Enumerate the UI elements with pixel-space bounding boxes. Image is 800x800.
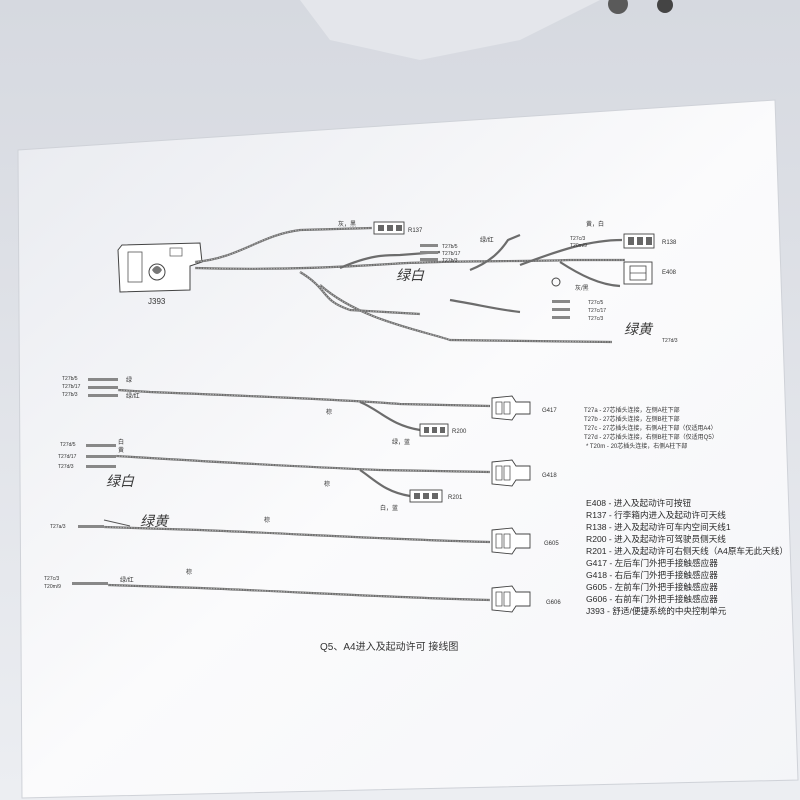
pin-label: T27a/3 [50,524,66,530]
legend-item: J393 - 舒适/便捷系统的中央控制单元 [586,605,727,616]
pins-group-a: T27b/5 T27b/17 T27b/3 [420,244,461,264]
legend-item: E408 - 进入及起动许可按钮 [586,497,691,508]
handwritten-note: 绿黄 [140,514,170,530]
diagram-caption: Q5、A4进入及起动许可 接线图 [320,640,458,653]
fold-shadow [300,0,600,60]
e408-label: E408 [662,270,677,276]
pin-label: T27b/17 [442,251,461,257]
wire-to-r138 [519,238,623,267]
pin-label: T27c/3 [588,316,604,322]
handwritten-note-2: 绿黄 [624,322,654,338]
legend-item: G606 - 右前车门外把手接触感应器 [586,593,718,604]
g417-sensor [491,395,531,421]
branch-label: 绿，蓝 [392,438,410,446]
pin-label: T27b/5 [62,376,78,382]
pin-label: T27c/5 [588,300,604,306]
g418-label: G418 [542,473,557,479]
legend-item: R200 - 进入及起动许可驾驶员侧天线 [586,533,726,544]
handwritten-note-1: 绿白 [396,268,425,284]
wire-color-label: 黄 [118,446,124,454]
wire-color-label: 绿 [126,376,132,384]
g605-label: G605 [544,541,559,547]
wire-color-label: 白 [118,438,124,446]
trunk-label: 棕 [186,568,192,576]
wire-label-lv-hong: 绿/红 [480,236,494,244]
g606-label: G606 [546,600,561,606]
pin-label: T27b/17 [62,384,81,390]
pin-label: T27b/3 [62,392,78,398]
g606-sensor [491,585,531,613]
legend-item: G418 - 右后车门外把手接触感应器 [586,569,718,580]
row-g605: T27a/3 棕 绿黄 G605 [50,514,559,555]
j393-label: J393 [148,297,166,306]
note-line: T27c - 27芯插头连接，右侧A柱下部（仅适用A4） [584,424,717,432]
pin-t27d3-label: T27d/3 [662,338,678,344]
wire-label-dong-hei: 灰，黑 [338,220,356,228]
r138-label: R138 [662,240,677,246]
pin-label: T27c/3 [44,576,60,582]
note-line: * T20m - 20芯插头连接，右侧A柱下部 [586,442,687,450]
row-g417: T27b/5 T27b/17 T27b/3 绿 绿/红 棕 绿，蓝 R200 G… [62,376,557,446]
ground-ring [551,277,561,287]
object-top-right-2 [657,0,673,13]
pin-label: T27d/5 [60,442,76,448]
legend-item: G417 - 左后车门外把手接触感应器 [586,557,718,568]
note-line: T27b - 27芯插头连接，左侧B柱下部 [584,415,680,423]
paper-sheet [17,99,799,799]
branch-wire [359,400,421,432]
r200-label: R200 [452,429,467,435]
top-section: J393 R137 灰，黑 T27b/5 T27b/17 T27b/3 绿/红 [117,220,678,344]
legend-item: R138 - 进入及起动许可车内空间天线1 [586,521,731,532]
note-line: T27d - 27芯插头连接，右侧B柱下部（仅适用Q5） [584,433,718,441]
wire-to-e408 [559,261,621,288]
pin-label: T27d/3 [58,464,74,470]
legend-item: G605 - 左前车门外把手接触感应器 [586,581,718,592]
row-g418: T27d/5 T27d/17 T27d/3 白 黄 棕 白，蓝 R201 G41… [58,438,557,512]
legend-item: R201 - 进入及起动许可右侧天线（A4原车无此天线） [586,545,788,556]
pin-label: T27b/3 [442,258,458,264]
pin-label: T27c/17 [588,308,606,314]
row-g606: T27c/3 T20m/9 绿/红 棕 G606 [44,568,561,613]
branch-wire [359,469,411,498]
r137-label: R137 [408,228,423,234]
wire-to-pins-b [449,298,521,314]
g417-label: G417 [542,408,557,414]
j393-controller: J393 [117,242,203,306]
pins-group-b: T27c/5 T27c/17 T27c/3 [552,300,606,322]
pin-t20m9-label: T20m/9 [570,243,587,249]
object-top-right [608,0,628,14]
trunk-label: 棕 [326,408,332,416]
wire-lv-hong [469,233,521,272]
wire-to-pins-a [339,250,441,270]
handwritten-note: 绿白 [106,474,135,490]
wire-color-label: 绿/红 [126,392,140,400]
g605-sensor [491,527,531,555]
pin-label: T27d/17 [58,454,77,460]
e408-button: E408 [623,261,677,285]
r201-label: R201 [448,495,463,501]
pin-t27c3-label: T27c/3 [570,236,586,242]
trunk-wire [103,525,491,544]
pin-label: T27b/5 [442,244,458,250]
legend-item: R137 - 行李箱内进入及起动许可天线 [586,509,726,520]
trunk-label: 棕 [324,480,330,488]
trunk-label: 棕 [264,516,270,524]
pin-label: T20m/9 [44,584,61,590]
wire-label-huang-bai: 黄，白 [586,220,604,228]
g418-sensor [491,459,531,487]
note-line: T27a - 27芯插头连接，左侧A柱下部 [584,406,680,414]
connector-notes: T27a - 27芯插头连接，左侧A柱下部 T27b - 27芯插头连接，左侧B… [584,406,718,450]
wire-label-hui-hei: 灰/黑 [575,284,589,292]
branch-label: 白，蓝 [380,504,398,512]
component-legend: E408 - 进入及起动许可按钮 R137 - 行李箱内进入及起动许可天线 R1… [586,497,788,616]
wire-color-label: 绿/红 [120,576,134,584]
